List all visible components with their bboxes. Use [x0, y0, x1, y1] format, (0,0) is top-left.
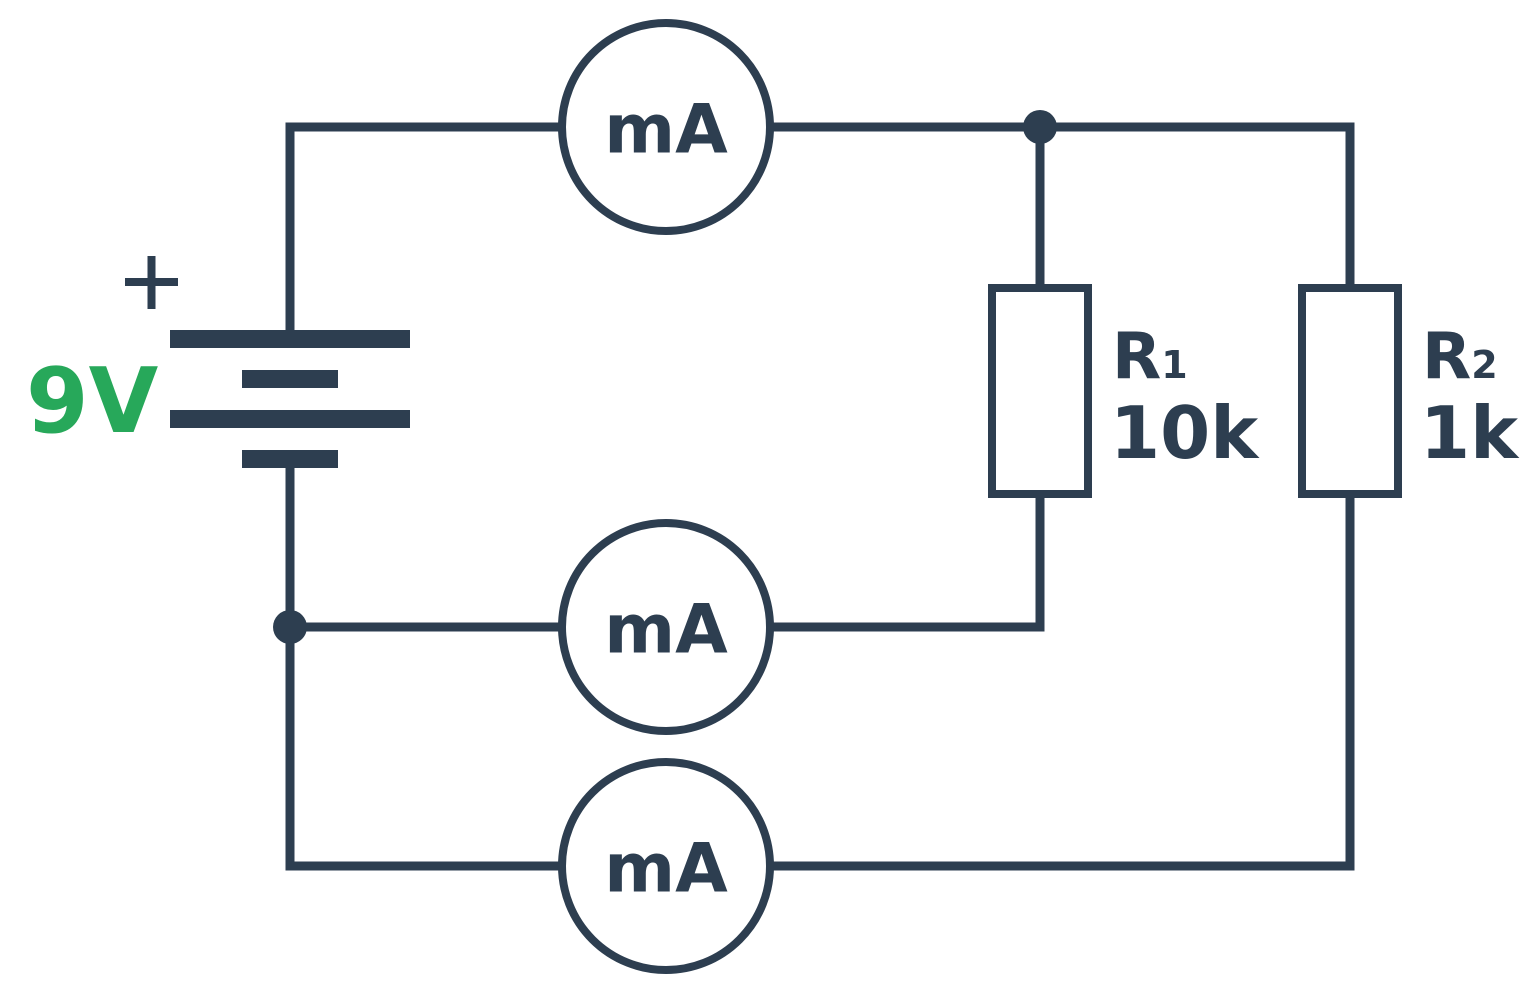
battery-plate-short-1 — [242, 370, 338, 388]
resistor-r2-subscript: 2 — [1471, 343, 1497, 387]
plus-icon — [125, 256, 178, 309]
junction-node-left — [273, 610, 307, 644]
ammeter-middle-label: mA — [604, 591, 728, 670]
battery-plate-short-2 — [242, 450, 338, 468]
wire-left-lower — [285, 463, 565, 871]
resistor-r1-name: R1 — [1112, 320, 1188, 394]
wire-r1-bottom — [767, 489, 1045, 632]
ammeter-bottom: mA — [558, 758, 774, 974]
ammeter-top-label: mA — [604, 91, 728, 170]
ammeter-bottom-label: mA — [604, 830, 728, 909]
resistor-r1-value: 10k — [1110, 391, 1260, 475]
ammeter-middle: mA — [558, 519, 774, 735]
battery-plate-long-1 — [170, 330, 410, 348]
resistor-r2-name: R2 — [1422, 320, 1498, 394]
battery-plate-long-2 — [170, 410, 410, 428]
wires — [285, 122, 1355, 871]
wire-top-right — [767, 122, 1355, 293]
wire-r2-bottom — [767, 489, 1355, 871]
wire-top-left — [285, 122, 565, 335]
battery-symbol — [170, 330, 410, 468]
ammeter-top: mA — [558, 19, 774, 235]
resistor-r2 — [1298, 284, 1402, 498]
battery-voltage-label: 9V — [26, 349, 159, 454]
resistor-r1-subscript: 1 — [1161, 343, 1187, 387]
resistor-r1 — [988, 284, 1092, 498]
resistor-r2-value: 1k — [1420, 391, 1520, 475]
junction-node-top — [1023, 110, 1057, 144]
